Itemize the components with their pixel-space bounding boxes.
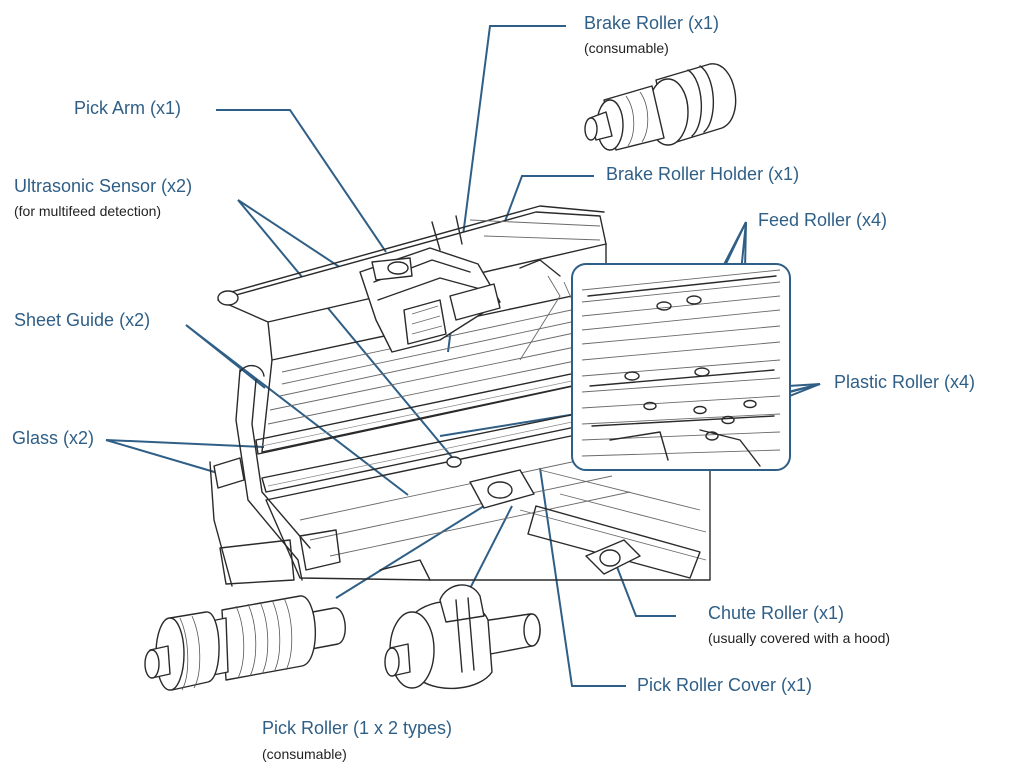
- pick-roller-label: Pick Roller (1 x 2 types): [262, 718, 453, 738]
- pick-roller-cover-label: Pick Roller Cover (x1): [637, 675, 813, 695]
- pick-roller-leader-1: [335, 505, 485, 599]
- pick-arm-leader: [216, 109, 387, 253]
- brake-roller-note: (consumable): [584, 40, 669, 56]
- brake-roller-holder-label: Brake Roller Holder (x1): [606, 164, 800, 184]
- ultrasonic-sensor-label: Ultrasonic Sensor (x2): [14, 176, 193, 196]
- pick-roller-note: (consumable): [262, 746, 347, 762]
- bed-sensor-dot: [446, 456, 462, 468]
- inset-pointer: [439, 413, 577, 437]
- pick-roller-type-1: [144, 595, 346, 691]
- pick-arm-label: Pick Arm (x1): [74, 98, 182, 118]
- chute-roller-note: (usually covered with a hood): [708, 630, 891, 646]
- pick-roller-type-2: [384, 584, 541, 690]
- glass-label: Glass (x2): [12, 428, 95, 448]
- chute-roller-label: Chute Roller (x1): [708, 603, 845, 623]
- plastic-roller-label: Plastic Roller (x4): [834, 372, 976, 392]
- sheet-guide-label: Sheet Guide (x2): [14, 310, 151, 330]
- chute-area: [527, 505, 701, 579]
- feed-roller-inset: [571, 263, 791, 471]
- pick-roller-cover-leader: [539, 467, 626, 687]
- glass-leader-1: [105, 439, 229, 477]
- cover-knob: [217, 290, 239, 306]
- lower-glass: [261, 413, 581, 493]
- ultrasonic-sensor-note: (for multifeed detection): [14, 203, 162, 219]
- glass-leader-2: [105, 439, 265, 448]
- sheet-guide-leader-2: [185, 324, 409, 496]
- brake-roller-label: Brake Roller (x1): [584, 13, 720, 33]
- brake-roller-part: [584, 63, 737, 151]
- feed-roller-label: Feed Roller (x4): [758, 210, 888, 230]
- chute-roller-leader: [611, 553, 676, 617]
